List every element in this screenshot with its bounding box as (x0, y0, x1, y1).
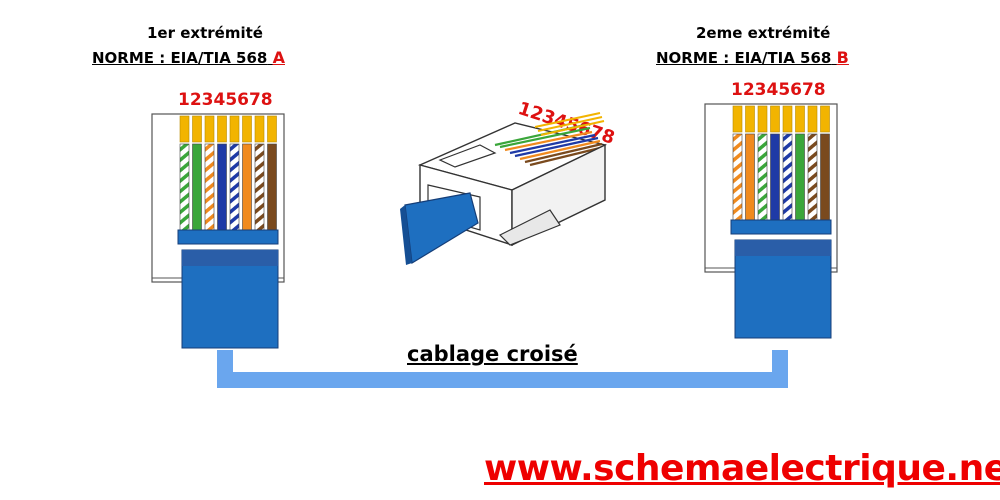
left-wire-3 (204, 143, 215, 231)
right-standard-letter: B (836, 48, 849, 67)
right-wire-4 (770, 133, 780, 221)
left-contact-6 (242, 115, 252, 143)
left-crimp-band (177, 229, 279, 245)
right-contact-4 (770, 105, 780, 133)
left-wire-6 (242, 143, 252, 231)
left-contact-8 (267, 115, 277, 143)
right-contact-8 (820, 105, 830, 133)
left-wire-8 (267, 143, 277, 231)
center-plug-wires-icon (494, 123, 605, 167)
right-cable-boot (734, 239, 832, 339)
left-pin-numbers: 12345678 (178, 90, 273, 110)
right-wire-2 (745, 133, 755, 221)
crossover-cable-link (217, 350, 788, 388)
right-crimp-band (730, 219, 832, 235)
left-contact-5 (229, 115, 240, 143)
left-wire-2 (192, 143, 202, 231)
right-wire-3 (757, 133, 768, 221)
left-end-title: 1er extrémité (147, 24, 263, 42)
right-contact-6 (795, 105, 805, 133)
left-contact-3 (204, 115, 215, 143)
right-wire-5 (782, 133, 793, 221)
left-standard-letter: A (272, 48, 285, 67)
left-wire-1 (179, 143, 190, 231)
left-rj45-plug-diagram (151, 113, 285, 349)
left-contact-1 (179, 115, 190, 143)
right-pin-numbers: 12345678 (731, 80, 826, 100)
left-standard-label: NORME : EIA/TIA 568 A (92, 48, 285, 67)
right-standard-label: NORME : EIA/TIA 568 B (656, 48, 849, 67)
right-rj45-plug-diagram (704, 103, 838, 339)
center-plug-contacts-icon (534, 112, 605, 136)
right-contact-5 (782, 105, 793, 133)
left-wire-4 (217, 143, 227, 231)
crossover-cable-label: cablage croisé (407, 342, 578, 366)
left-contact-4 (217, 115, 227, 143)
right-contact-3 (757, 105, 768, 133)
left-contact-7 (254, 115, 265, 143)
right-wire-6 (795, 133, 805, 221)
left-wire-5 (229, 143, 240, 231)
right-wire-7 (807, 133, 818, 221)
right-wire-1 (732, 133, 743, 221)
right-wire-8 (820, 133, 830, 221)
right-contact-7 (807, 105, 818, 133)
right-standard-text: NORME : EIA/TIA 568 (656, 49, 832, 67)
left-contact-2 (192, 115, 202, 143)
left-cable-boot (181, 249, 279, 349)
left-standard-text: NORME : EIA/TIA 568 (92, 49, 268, 67)
right-end-title: 2eme extrémité (696, 24, 831, 42)
center-rj45-3d-illustration (400, 112, 608, 265)
website-url[interactable]: www.schemaelectrique.net (484, 448, 1000, 489)
left-wire-7 (254, 143, 265, 231)
right-contact-2 (745, 105, 755, 133)
right-contact-1 (732, 105, 743, 133)
